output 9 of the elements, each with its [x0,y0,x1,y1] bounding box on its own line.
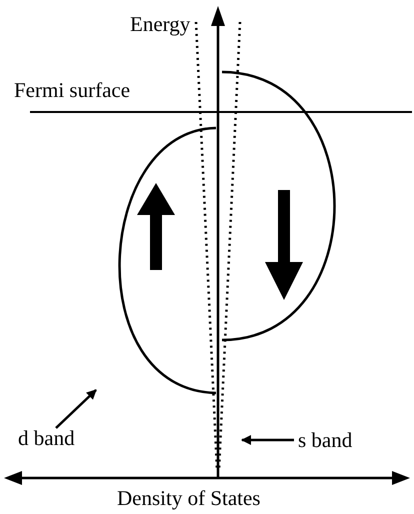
band-label: d band [18,426,75,450]
fermi-level-label: Fermi surface [14,78,130,102]
axis-label: Density of States [117,486,260,510]
leader-line [241,435,294,445]
dotted-band-lines [194,22,242,470]
leader-line [55,389,97,429]
band-label: s band [298,428,352,452]
axis-label: Energy [130,12,190,36]
band-curve [118,126,216,394]
